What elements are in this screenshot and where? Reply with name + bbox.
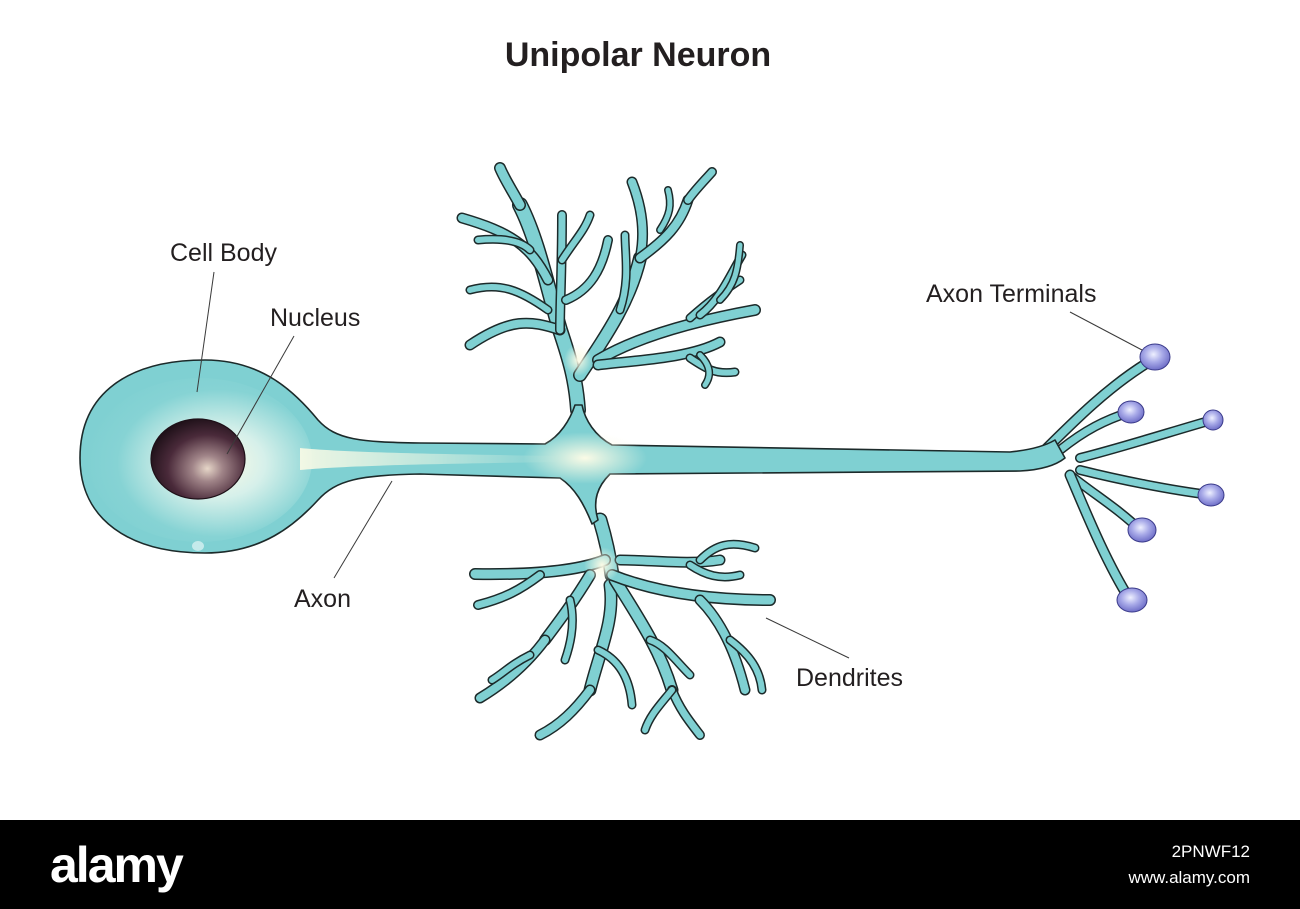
axon-terminals-leader — [1069, 311, 1143, 351]
axon-terminal-knob-5 — [1116, 587, 1148, 613]
axon-terminal-knob-2 — [1202, 409, 1224, 431]
axon-leader — [333, 480, 393, 579]
dendrite-lower-13 — [642, 687, 675, 733]
axon-terminal-knob-3 — [1197, 483, 1225, 507]
dendrite-lower-2 — [474, 571, 544, 609]
dendrite-hub-glow — [523, 432, 647, 484]
dendrite-lower-14 — [607, 570, 775, 605]
dendrite-upper-4 — [466, 319, 564, 349]
axon-glow — [300, 448, 560, 470]
nucleus-leader — [226, 335, 295, 455]
label-dendrites: Dendrites — [796, 664, 903, 692]
terminal-branch-3 — [1076, 466, 1214, 499]
diagram-title: Unipolar Neuron — [505, 36, 771, 74]
dendrite-upper-6 — [556, 211, 566, 334]
dendrite-lower-5 — [489, 652, 533, 683]
dendrites — [456, 162, 776, 741]
dendrite-upper-7 — [559, 212, 593, 263]
dendrite-upper-3 — [475, 236, 533, 253]
lower-trunk-glow — [584, 547, 620, 583]
dendrite-lower-9 — [595, 647, 635, 708]
axon-terminal-knob-4 — [1127, 517, 1157, 543]
neuron-diagram: Unipolar Neuron Cell Body Nucleus Axon A… — [79, 36, 1225, 741]
axon-terminal-knob-1 — [1117, 400, 1145, 424]
terminal-branch-2 — [1076, 416, 1216, 462]
dendrite-upper-10 — [617, 232, 630, 313]
footer-bar: alamy 2PNWF12 www.alamy.com — [0, 820, 1300, 909]
cell-body-leader — [196, 271, 215, 393]
dendrite-lower-18 — [687, 562, 743, 580]
axon-terminal-knob-0 — [1139, 343, 1171, 371]
brand-logo: alamy — [50, 837, 184, 893]
dendrite-lower-7 — [585, 580, 616, 695]
image-id: 2PNWF12 — [1171, 842, 1250, 861]
dendrite-upper-15 — [593, 305, 760, 365]
dendrite-upper-14 — [657, 187, 673, 233]
dendrite-lower-19 — [697, 541, 758, 563]
label-axon: Axon — [294, 585, 351, 613]
dendrite-upper-12 — [636, 196, 692, 262]
dendrite-upper-1 — [495, 163, 525, 210]
dendrite-lower-17 — [616, 556, 724, 567]
nucleus — [150, 418, 246, 500]
label-cell-body: Cell Body — [170, 239, 277, 267]
soma-highlight — [192, 541, 204, 551]
label-nucleus: Nucleus — [270, 304, 360, 332]
dendrite-upper-5 — [467, 284, 551, 313]
upper-trunk-glow — [564, 344, 592, 376]
dendrite-lower-10 — [610, 575, 677, 695]
dendrite-lower-8 — [536, 686, 594, 739]
dendrite-lower-11 — [668, 686, 704, 739]
dendrite-upper-8 — [562, 236, 612, 304]
dendrite-upper-19 — [594, 338, 724, 369]
terminal-branch-5 — [1066, 471, 1134, 604]
dendrite-upper-21 — [697, 352, 712, 388]
dendrite-lower-4 — [476, 636, 549, 702]
site-url: www.alamy.com — [1128, 868, 1250, 887]
axon-terminal-branches — [1034, 354, 1217, 606]
dendrite-upper-18 — [717, 242, 743, 303]
dendrite-upper-13 — [684, 168, 716, 204]
dendrites-leader — [765, 617, 850, 659]
axon-terminals — [1116, 343, 1225, 613]
dendrite-lower-12 — [647, 637, 693, 678]
dendrite-lower-16 — [727, 637, 765, 693]
label-axon-terminals: Axon Terminals — [926, 280, 1096, 308]
dendrite-lower-6 — [562, 597, 576, 663]
